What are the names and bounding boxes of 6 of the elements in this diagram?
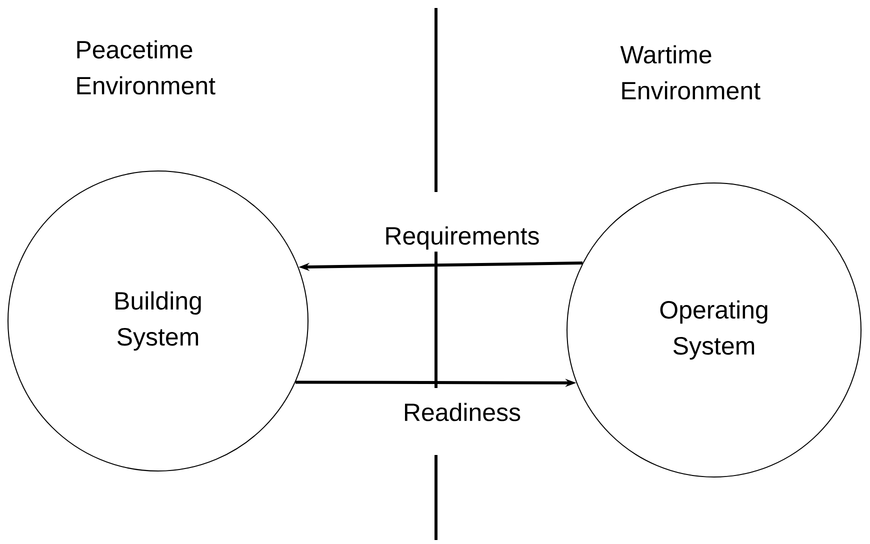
edge-label: Requirements [382,224,542,252]
circle-node: Operating System [566,182,862,478]
region-label: Peacetime Environment [77,40,216,95]
region-label: Wartime Environment [620,45,760,100]
edge-label: Readiness [400,400,524,424]
circle-node: Building System [8,170,308,472]
